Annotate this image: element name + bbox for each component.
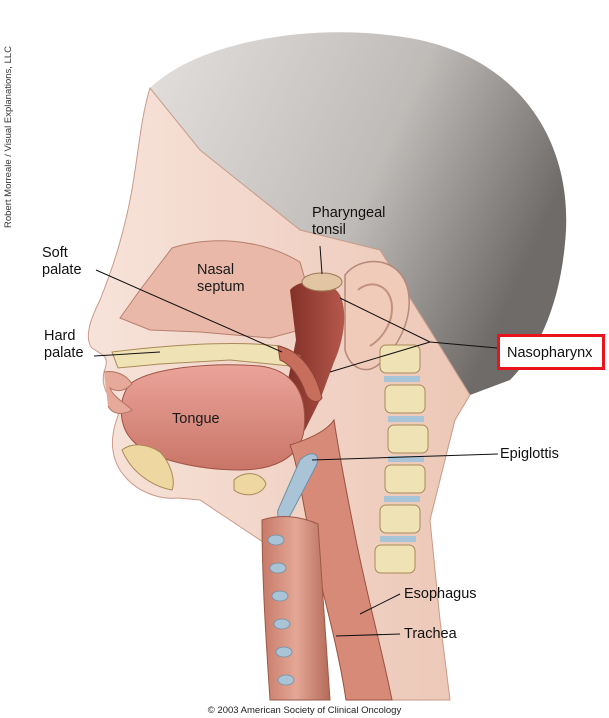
label-soft-palate-line1: Soft <box>42 245 82 262</box>
label-hard-palate: Hard palate <box>44 328 84 362</box>
label-nasal-septum-line2: septum <box>197 279 245 296</box>
copyright-notice: © 2003 American Society of Clinical Onco… <box>0 705 609 716</box>
pharyngeal-tonsil-shape <box>302 273 342 291</box>
label-nasal-septum-line1: Nasal <box>197 262 245 279</box>
label-hard-palate-line1: Hard <box>44 328 84 345</box>
label-nasal-septum: Nasal septum <box>197 262 245 296</box>
illustrator-credit: Robert Morreale / Visual Explanations, L… <box>3 46 14 228</box>
label-nasopharynx: Nasopharynx <box>507 345 592 361</box>
label-pharyngeal-tonsil-line1: Pharyngeal <box>312 205 385 222</box>
nasopharynx-highlight-box: Nasopharynx <box>497 334 605 370</box>
label-hard-palate-line2: palate <box>44 345 84 362</box>
label-pharyngeal-tonsil: Pharyngeal tonsil <box>312 205 385 239</box>
label-tongue: Tongue <box>172 411 220 428</box>
label-trachea: Trachea <box>404 626 457 643</box>
label-epiglottis: Epiglottis <box>500 446 559 463</box>
label-soft-palate-line2: palate <box>42 262 82 279</box>
label-soft-palate: Soft palate <box>42 245 82 279</box>
label-pharyngeal-tonsil-line2: tonsil <box>312 222 385 239</box>
label-esophagus: Esophagus <box>404 586 477 603</box>
